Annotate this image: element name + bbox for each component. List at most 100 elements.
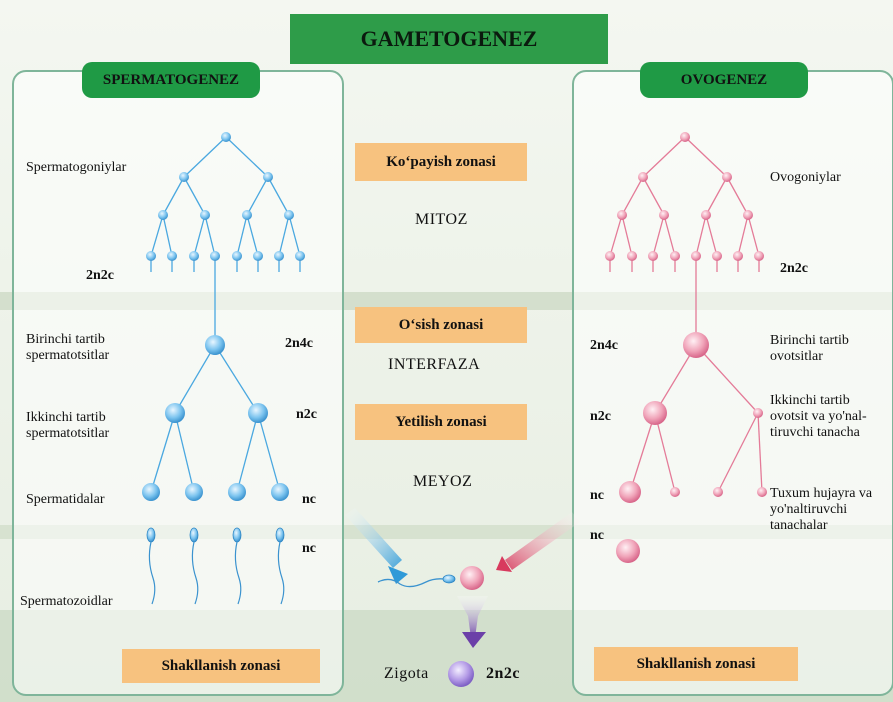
ploidy-spermatogonia: 2n2c bbox=[86, 268, 114, 283]
label-primary-oocytes-line1: Birinchi tartib bbox=[770, 333, 849, 348]
ploidy-spermatids: nc bbox=[302, 492, 316, 507]
spermatozoon bbox=[189, 527, 199, 605]
spermatogonium-cell bbox=[146, 251, 156, 261]
spermatogonium-cell bbox=[200, 210, 210, 220]
label-spermatogonia: Spermatogoniylar bbox=[26, 160, 127, 175]
oogonium-cell bbox=[712, 251, 722, 261]
secondary-spermatocyte-cell bbox=[165, 403, 185, 423]
oogonium-cell bbox=[701, 210, 711, 220]
spermatogenesis-cells bbox=[142, 132, 305, 501]
ploidy-secondary-oocyte: n2c bbox=[590, 409, 611, 424]
oogonium-cell bbox=[659, 210, 669, 220]
process-mitosis: MITOZ bbox=[415, 211, 468, 228]
label-egg-line1: Tuxum hujayra va bbox=[770, 486, 873, 501]
label-secondary-oocyte-line3: tiruvchi tanacha bbox=[770, 425, 860, 440]
page-title: GAMETOGENEZ bbox=[290, 14, 608, 64]
process-meiosis: MEYOZ bbox=[413, 473, 473, 490]
primary-oocyte-cell bbox=[683, 332, 709, 358]
ploidy-primary-oocytes: 2n4c bbox=[590, 338, 618, 353]
polar-body-cell bbox=[753, 408, 763, 418]
egg-cell bbox=[616, 539, 640, 563]
zygote-cell bbox=[448, 661, 474, 687]
spermatogonium-cell bbox=[274, 251, 284, 261]
primary-spermatocyte-cell bbox=[205, 335, 225, 355]
zone-growth: O‘sish zonasi bbox=[355, 307, 527, 343]
label-zygote: Zigota bbox=[384, 665, 429, 682]
oogenesis-lines bbox=[609, 136, 763, 493]
spermatogonium-cell bbox=[189, 251, 199, 261]
oogonium-cell bbox=[627, 251, 637, 261]
process-interphase: INTERFAZA bbox=[388, 356, 481, 373]
zone-formation-left: Shakllanish zonasi bbox=[122, 649, 320, 683]
polar-body-cell bbox=[670, 487, 680, 497]
label-spermatozoa: Spermatozoidlar bbox=[20, 594, 113, 609]
oogenesis-header: OVOGENEZ bbox=[640, 62, 808, 98]
zone-maturation: Yetilish zonasi bbox=[355, 404, 527, 440]
secondary-spermatocyte-cell bbox=[248, 403, 268, 423]
oogonium-cell bbox=[617, 210, 627, 220]
oogonium-cell bbox=[691, 251, 701, 261]
ploidy-primary-spermatocytes: 2n4c bbox=[285, 336, 313, 351]
spermatogonium-cell bbox=[284, 210, 294, 220]
oogonium-cell bbox=[743, 210, 753, 220]
oogonium-cell bbox=[754, 251, 764, 261]
spermatid-cell bbox=[185, 483, 203, 501]
fertilizing-sperm bbox=[377, 574, 456, 588]
egg-being-fertilized bbox=[460, 566, 484, 590]
spermatogonium-cell bbox=[210, 251, 220, 261]
label-primary-oocytes-line2: ovotsitlar bbox=[770, 349, 823, 364]
spermatogonium-cell bbox=[295, 251, 305, 261]
oogonium-cell bbox=[733, 251, 743, 261]
spermatozoon bbox=[146, 527, 156, 605]
spermatogonium-cell bbox=[179, 172, 189, 182]
spermatid-cell bbox=[228, 483, 246, 501]
zygote-arrow bbox=[457, 596, 488, 638]
spermatogonium-cell bbox=[232, 251, 242, 261]
label-secondary-spermatocytes-line2: spermatotsitlar bbox=[26, 426, 110, 441]
spermatogenesis-panel bbox=[12, 70, 344, 696]
zone-formation-right: Shakllanish zonasi bbox=[594, 647, 798, 681]
spermatogonium-cell bbox=[263, 172, 273, 182]
oogenesis-cells bbox=[605, 132, 767, 563]
spermatogonium-cell bbox=[158, 210, 168, 220]
zone-multiplication: Ko‘payish zonasi bbox=[355, 143, 527, 181]
zygote-arrowhead bbox=[462, 632, 486, 648]
oogonium-cell bbox=[680, 132, 690, 142]
label-secondary-spermatocytes-line1: Ikkinchi tartib bbox=[26, 410, 106, 425]
label-egg-line3: tanachalar bbox=[770, 518, 828, 533]
label-primary-spermatocytes-line1: Birinchi tartib bbox=[26, 332, 105, 347]
ploidy-oogonia: 2n2c bbox=[780, 261, 808, 276]
label-spermatids: Spermatidalar bbox=[26, 492, 105, 507]
spermatid-cell bbox=[142, 483, 160, 501]
oogonium-cell bbox=[722, 172, 732, 182]
spermatogonium-cell bbox=[242, 210, 252, 220]
ploidy-egg: nc bbox=[590, 488, 604, 503]
spermatogonium-cell bbox=[221, 132, 231, 142]
ploidy-egg-2: nc bbox=[590, 528, 604, 543]
secondary-oocyte-cell bbox=[643, 401, 667, 425]
oogonium-cell bbox=[605, 251, 615, 261]
ploidy-secondary-spermatocytes: n2c bbox=[296, 407, 317, 422]
ootid-cell bbox=[619, 481, 641, 503]
label-secondary-oocyte-line2: ovotsit va yo'nal- bbox=[770, 409, 867, 424]
polar-body-cell bbox=[757, 487, 767, 497]
oogonium-cell bbox=[638, 172, 648, 182]
spermatid-cell bbox=[271, 483, 289, 501]
spermatozoon bbox=[232, 527, 242, 605]
oogonium-cell bbox=[670, 251, 680, 261]
spermatogenesis-lines bbox=[150, 136, 301, 493]
label-oogonia: Ovogoniylar bbox=[770, 170, 841, 185]
label-primary-spermatocytes-line2: spermatotsitlar bbox=[26, 348, 110, 363]
egg-arrowhead bbox=[496, 556, 512, 572]
ploidy-spermatozoa: nc bbox=[302, 541, 316, 556]
label-secondary-oocyte-line1: Ikkinchi tartib bbox=[770, 393, 850, 408]
polar-body-cell bbox=[713, 487, 723, 497]
spermatogenesis-header: SPERMATOGENEZ bbox=[82, 62, 260, 98]
sperm-arrow bbox=[345, 508, 402, 568]
spermatogonium-cell bbox=[167, 251, 177, 261]
sperm-arrowhead bbox=[388, 566, 408, 584]
oogonium-cell bbox=[648, 251, 658, 261]
egg-arrow bbox=[505, 512, 580, 570]
spermatozoon bbox=[275, 527, 285, 605]
